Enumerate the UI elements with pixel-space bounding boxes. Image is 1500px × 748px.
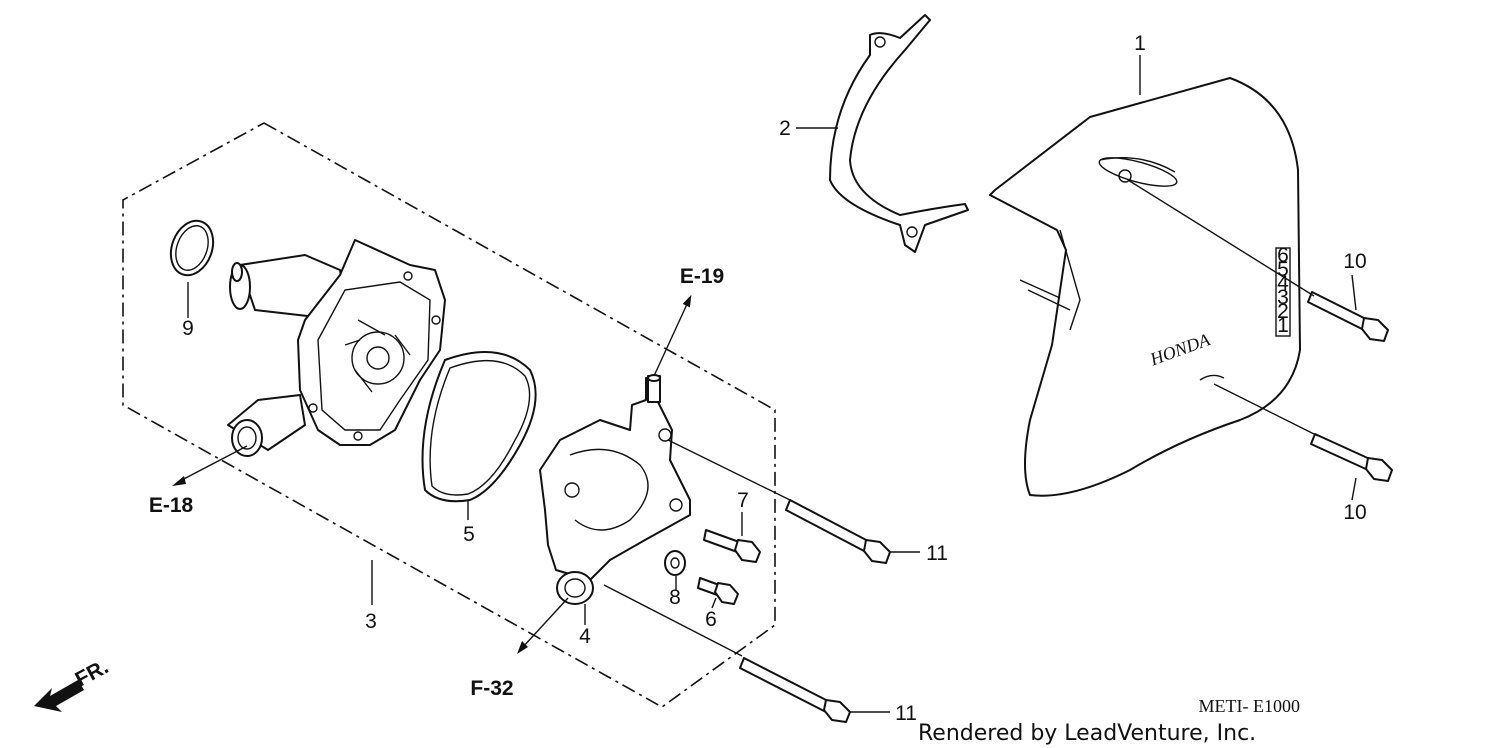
bolt-11-bottom[interactable] xyxy=(739,657,851,723)
svg-text:6: 6 xyxy=(1277,244,1289,267)
leader-lines xyxy=(172,55,1357,713)
diagram-code: METI- E1000 xyxy=(1199,696,1300,716)
label-part-9: 9 xyxy=(182,317,194,340)
water-pump-body[interactable] xyxy=(227,239,446,457)
label-part-11-bottom: 11 xyxy=(895,702,917,725)
render-credit: Rendered by LeadVenture, Inc. xyxy=(918,721,1256,746)
sealing-washer[interactable] xyxy=(664,550,686,576)
ref-e18[interactable]: E-18 xyxy=(149,494,194,517)
engine-side-cover[interactable]: HONDA 6 5 4 3 2 1 xyxy=(989,77,1301,497)
front-direction-arrow: FR. xyxy=(34,655,112,712)
label-part-6: 6 xyxy=(705,608,717,631)
o-ring[interactable] xyxy=(164,215,221,281)
label-part-2: 2 xyxy=(779,117,791,140)
svg-text:1: 1 xyxy=(1277,314,1289,337)
pump-gasket[interactable] xyxy=(421,351,537,503)
label-part-10-top: 10 xyxy=(1343,250,1366,273)
label-part-4: 4 xyxy=(579,625,591,648)
svg-text:5: 5 xyxy=(1277,258,1289,281)
thermostat-housing[interactable] xyxy=(539,374,691,605)
label-part-3: 3 xyxy=(365,610,377,633)
svg-text:2: 2 xyxy=(1277,300,1289,323)
bolt-10-top[interactable] xyxy=(1307,291,1389,342)
label-part-1: 1 xyxy=(1134,32,1146,55)
label-part-7: 7 xyxy=(737,489,749,512)
label-part-8: 8 xyxy=(669,586,681,609)
bolt-6[interactable] xyxy=(697,577,739,605)
label-part-11-mid: 11 xyxy=(926,542,948,565)
svg-text:4: 4 xyxy=(1277,272,1289,295)
bolt-10-bottom[interactable] xyxy=(1310,433,1393,482)
ref-f32[interactable]: F-32 xyxy=(470,677,513,700)
svg-text:3: 3 xyxy=(1277,286,1289,309)
bolt-11-mid[interactable] xyxy=(785,499,891,564)
assembly-boundary xyxy=(122,122,776,708)
bolt-7[interactable] xyxy=(703,529,761,563)
label-part-5: 5 xyxy=(463,523,475,546)
cover-gasket[interactable] xyxy=(829,14,969,253)
label-part-10-bottom: 10 xyxy=(1343,501,1366,524)
ref-e19[interactable]: E-19 xyxy=(680,265,724,288)
